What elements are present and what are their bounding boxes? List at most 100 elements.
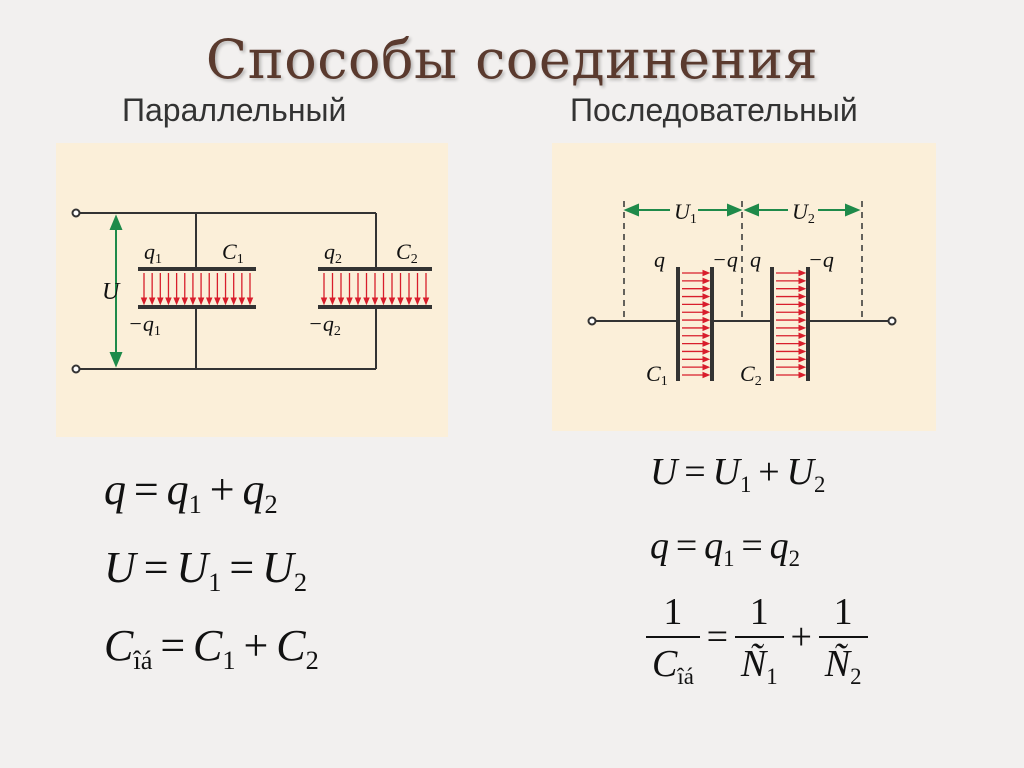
series-capacitor-1 xyxy=(676,267,714,381)
field-arrowhead xyxy=(222,297,229,306)
series-capacitor-2 xyxy=(770,267,810,381)
field-arrowhead xyxy=(702,348,711,355)
parallel-formula-capacitance: Cîá=C1+C2 xyxy=(104,621,319,676)
field-arrowhead xyxy=(363,297,370,306)
field-arrowhead xyxy=(702,324,711,332)
series-field-1 xyxy=(682,269,711,379)
terminal-top xyxy=(71,208,81,218)
voltage-arrow xyxy=(109,214,123,368)
field-arrowhead xyxy=(798,356,807,363)
field-arrowhead xyxy=(189,297,197,306)
field-arrowhead xyxy=(246,297,254,306)
field-arrowhead xyxy=(798,277,807,285)
field-arrowhead xyxy=(798,363,807,371)
series-diagram: U1 U2 q −q q −q C1 C2 xyxy=(552,143,936,431)
field-arrowhead xyxy=(371,297,379,306)
field-lines-2 xyxy=(320,273,430,306)
label-u: U xyxy=(102,279,121,305)
label-minus-q-a: −q xyxy=(712,247,738,272)
series-formula-charge: q=q1=q2 xyxy=(650,525,800,571)
field-arrowhead xyxy=(702,363,711,371)
field-arrowhead xyxy=(798,371,807,379)
field-arrowhead xyxy=(320,297,328,306)
field-arrowhead xyxy=(798,308,807,316)
field-arrowhead xyxy=(702,316,711,324)
field-arrowhead xyxy=(230,297,237,306)
field-arrowhead xyxy=(702,293,711,300)
dashed-guides xyxy=(623,201,863,321)
field-arrowhead xyxy=(397,297,404,306)
field-arrowhead xyxy=(798,348,807,355)
label-sc2: C2 xyxy=(740,361,762,389)
field-arrowhead xyxy=(702,332,711,340)
field-arrowhead xyxy=(702,277,711,285)
field-arrowhead xyxy=(702,340,711,347)
field-arrowhead xyxy=(337,297,345,306)
field-arrowhead xyxy=(702,269,711,277)
field-arrowhead xyxy=(702,308,711,316)
series-field-2 xyxy=(776,269,807,379)
field-arrowhead xyxy=(798,340,807,347)
label-c1: C1 xyxy=(222,239,244,267)
field-arrowhead xyxy=(798,269,807,277)
parallel-circuit: q1 C1 q2 C2 U −q1 −q2 xyxy=(71,208,432,374)
field-arrowhead xyxy=(422,297,430,306)
label-minus-q1: −q1 xyxy=(128,311,161,339)
label-u1: U1 xyxy=(674,199,697,227)
field-arrowhead xyxy=(388,297,396,306)
series-circuit: U1 U2 q −q q −q C1 C2 xyxy=(587,199,897,389)
field-arrowhead xyxy=(702,371,711,379)
parallel-formula-voltage: U=U1=U2 xyxy=(104,543,308,598)
label-minus-q2: −q2 xyxy=(308,311,341,339)
label-u2: U2 xyxy=(792,199,815,227)
field-arrowhead xyxy=(702,356,711,363)
field-arrowhead xyxy=(405,297,413,306)
label-q-a: q xyxy=(654,247,665,272)
field-arrowhead xyxy=(414,297,421,306)
field-arrowhead xyxy=(380,297,387,306)
field-arrowhead xyxy=(238,297,246,306)
field-arrowhead xyxy=(702,301,711,308)
field-arrowhead xyxy=(140,297,148,306)
field-arrowhead xyxy=(798,301,807,308)
label-q1: q1 xyxy=(144,239,162,267)
field-arrowhead xyxy=(181,297,189,306)
field-arrowhead xyxy=(798,316,807,324)
field-arrowhead xyxy=(173,297,180,306)
field-arrowhead xyxy=(157,297,164,306)
field-lines-1 xyxy=(140,273,254,306)
capacitor-1 xyxy=(138,267,256,309)
field-arrowhead xyxy=(205,297,213,306)
parallel-wires xyxy=(78,212,377,370)
field-arrowhead xyxy=(798,332,807,340)
label-sc1: C1 xyxy=(646,361,668,389)
field-arrowhead xyxy=(354,297,362,306)
label-minus-q-b: −q xyxy=(808,247,834,272)
field-arrowhead xyxy=(702,285,711,292)
field-arrowhead xyxy=(798,324,807,332)
field-arrowhead xyxy=(148,297,156,306)
voltage-arrows xyxy=(623,203,861,217)
parallel-formula-charge: q=q1+q2 xyxy=(104,465,278,520)
label-q-b: q xyxy=(750,247,761,272)
field-arrowhead xyxy=(214,297,221,306)
field-arrowhead xyxy=(346,297,353,306)
field-arrowhead xyxy=(197,297,205,306)
terminal-left xyxy=(587,316,597,326)
terminal-bottom xyxy=(71,364,81,374)
capacitor-2 xyxy=(318,267,432,309)
field-arrowhead xyxy=(329,297,336,306)
parallel-heading: Параллельный xyxy=(122,92,347,128)
slide-title: Способы соединения xyxy=(205,28,819,91)
field-arrowhead xyxy=(798,285,807,292)
series-heading: Последовательный xyxy=(570,92,858,128)
series-formula-voltage: U=U1+U2 xyxy=(650,451,826,497)
label-q2: q2 xyxy=(324,239,342,267)
terminal-right xyxy=(887,316,897,326)
field-arrowhead xyxy=(798,293,807,300)
